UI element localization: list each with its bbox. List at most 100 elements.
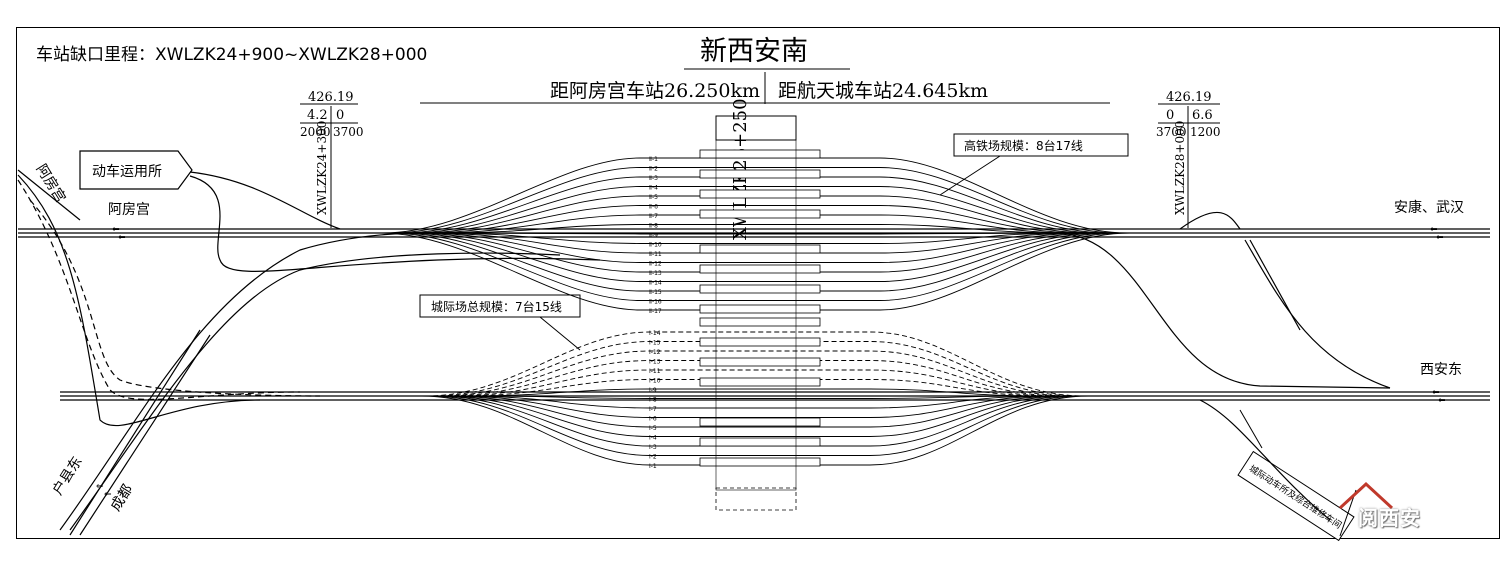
station-name: 新西安南 [700, 36, 808, 67]
connecting-line [59, 232, 461, 531]
hsr-track-label: Ⅱ-2 [649, 166, 658, 173]
svg-text:426.19: 426.19 [1166, 90, 1212, 105]
connecting-line [1199, 399, 1331, 521]
intercity-track-label: Ⅰ-6 [649, 416, 657, 423]
intercity-track-label: Ⅰ-2 [649, 454, 657, 461]
depot-box: 动车运用所 [79, 150, 193, 190]
station-building [715, 139, 797, 491]
label-huxian-dong: 户县东 [49, 453, 86, 498]
platform [699, 264, 821, 274]
label-xian-dong: 西安东 [1420, 362, 1462, 378]
distance-left: 距阿房宫车站26.250km [550, 80, 760, 102]
platform [699, 304, 821, 314]
future-building [715, 487, 797, 511]
profile-right: 426.19 0 6.6 3700 1200 XWLZK28+000 [1156, 90, 1221, 228]
direction-arrow-icon: ⇐ [1432, 388, 1440, 398]
platform [699, 284, 821, 294]
svg-text:高铁场规模：8台17线: 高铁场规模：8台17线 [964, 138, 1083, 153]
direction-arrow-icon: ⇐ [96, 482, 104, 492]
intercity-station-track [445, 360, 1065, 397]
mileage-left: XWLZK24+300 [315, 121, 329, 215]
hsr-track-labels: Ⅱ-1Ⅱ-2Ⅱ-3Ⅱ-4Ⅱ-5Ⅱ-6Ⅱ-7Ⅱ-8Ⅱ-9Ⅱ-10Ⅱ-11Ⅱ-12Ⅱ… [649, 156, 662, 315]
platform [699, 457, 821, 467]
intercity-station-track [421, 395, 1089, 466]
intercity-track-labels: Ⅰ-14Ⅰ-15Ⅰ-12Ⅰ-13Ⅰ-11Ⅰ-10Ⅰ-9Ⅰ-8Ⅰ-7Ⅰ-6Ⅰ-5Ⅰ… [649, 330, 661, 470]
hsr-station-track [423, 232, 1087, 263]
profile-left: 426.19 4.2 0 2000 3700 XWLZK24+300 [300, 90, 364, 228]
svg-text:4.2: 4.2 [307, 108, 328, 123]
hsr-station-track [449, 232, 1061, 235]
intercity-track-label: Ⅰ-5 [649, 425, 657, 432]
platform [699, 317, 821, 327]
svg-text:城际场总规模：7台15线: 城际场总规模：7台15线 [431, 299, 562, 314]
hsr-station-track [391, 167, 1119, 234]
watermark: 阅西安 [1358, 506, 1421, 530]
hsr-track-label: Ⅱ-14 [649, 280, 662, 287]
connecting-line [17, 179, 301, 401]
hsr-station-track [425, 205, 1085, 234]
svg-text:3700: 3700 [333, 125, 364, 139]
intercity-track-label: Ⅰ-3 [649, 444, 657, 451]
platform [699, 169, 821, 179]
hsr-track-label: Ⅱ-12 [649, 261, 662, 268]
intercity-track-label: Ⅰ-7 [649, 406, 657, 413]
intercity-station-track [438, 350, 1072, 397]
distance-right: 距航天城车站24.645km [778, 80, 988, 102]
intercity-yard-label: 城际场总规模：7台15线 [419, 294, 581, 351]
hsr-station-track [442, 224, 1068, 234]
center-mileage: XWLZK26+250 [730, 98, 751, 240]
intercity-track-label: Ⅰ-12 [649, 349, 661, 356]
hsr-track-label: Ⅱ-17 [649, 308, 662, 315]
hsr-station-track [408, 186, 1102, 234]
intercity-station-track [431, 341, 1079, 397]
hsr-track-label: Ⅱ-13 [649, 270, 662, 277]
connecting-line [189, 175, 601, 272]
intercity-depot-box: 城际动车所及综合维修车间 [1237, 450, 1355, 542]
intercity-track-label: Ⅰ-10 [649, 378, 661, 385]
platform [699, 149, 821, 159]
hsr-track-label: Ⅱ-3 [649, 175, 658, 182]
intercity-track-label: Ⅰ-4 [649, 435, 657, 442]
svg-text:0: 0 [1166, 108, 1174, 123]
direction-arrow-icon: ⇐ [118, 233, 126, 243]
hsr-track-label: Ⅱ-5 [649, 194, 658, 201]
intercity-station-track [428, 395, 1082, 456]
mileage-label: 车站缺口里程：XWLZK24+900~XWLZK28+000 [36, 45, 427, 65]
intercity-track-label: Ⅰ-9 [649, 387, 657, 394]
hsr-track-label: Ⅱ-4 [649, 185, 658, 192]
hsr-station-track [440, 232, 1070, 244]
intercity-station-track [465, 388, 1045, 397]
chengdu-line [69, 329, 201, 536]
hsr-station-track [389, 232, 1121, 301]
svg-text:1200: 1200 [1190, 125, 1221, 139]
hsr-yard-label: 高铁场规模：8台17线 [939, 133, 1129, 196]
mileage-right: XWLZK28+000 [1173, 121, 1187, 215]
direction-arrow-icon: ⇐ [1436, 233, 1444, 243]
intercity-track-label: Ⅰ-8 [649, 397, 657, 404]
intercity-station-track [425, 331, 1085, 397]
hsr-station-track [397, 232, 1113, 292]
hsr-track-label: Ⅱ-11 [649, 251, 662, 258]
intercity-station-track [454, 395, 1056, 418]
platform [699, 357, 821, 367]
hsr-station-track [406, 232, 1104, 282]
hsr-track-label: Ⅱ-7 [649, 213, 658, 220]
hsr-track-label: Ⅱ-6 [649, 204, 658, 211]
hsr-track-label: Ⅱ-15 [649, 289, 662, 296]
svg-text:3700: 3700 [1156, 125, 1187, 139]
intercity-track-label: Ⅰ-15 [649, 340, 661, 347]
connecting-line [189, 171, 341, 230]
hsr-station-track [399, 176, 1111, 234]
hsr-track-label: Ⅱ-9 [649, 232, 658, 239]
chengdu-line [79, 334, 211, 536]
intercity-track-label: Ⅰ-11 [649, 368, 661, 375]
connecting-line [1244, 239, 1391, 389]
connecting-line [17, 174, 261, 427]
intercity-track-label: Ⅰ-1 [649, 463, 657, 470]
platform [699, 377, 821, 387]
intercity-station-track [468, 395, 1042, 399]
intercity-station-track [448, 395, 1062, 428]
label-ebang-gong: 阿房宫 [108, 202, 150, 218]
svg-text:426.19: 426.19 [308, 90, 354, 105]
